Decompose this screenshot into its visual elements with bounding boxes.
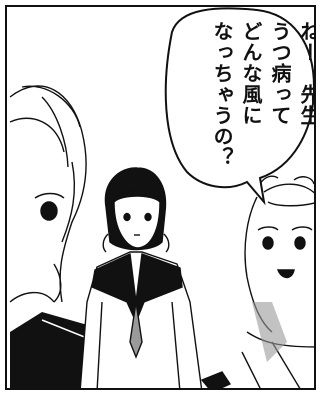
speech-bubble (164, 7, 314, 206)
manga-panel: ねー 先生 うつ病って どんな風に なっちゃうの？ (5, 5, 316, 390)
speech-line-2: うつ病って (268, 21, 292, 126)
speech-text: ねー 先生 うつ病って どんな風に なっちゃうの？ (182, 21, 316, 171)
speech-line-3: どんな風に (239, 21, 263, 126)
panel-artwork (9, 7, 314, 388)
right-girl-figure (200, 175, 314, 388)
speech-line-4: なっちゃうの？ (210, 21, 234, 168)
center-girl-figure (79, 167, 203, 388)
left-girl-figure (9, 85, 87, 303)
right-girl-hair-tone (252, 302, 287, 362)
speech-line-1: ねー 先生 (297, 21, 316, 126)
